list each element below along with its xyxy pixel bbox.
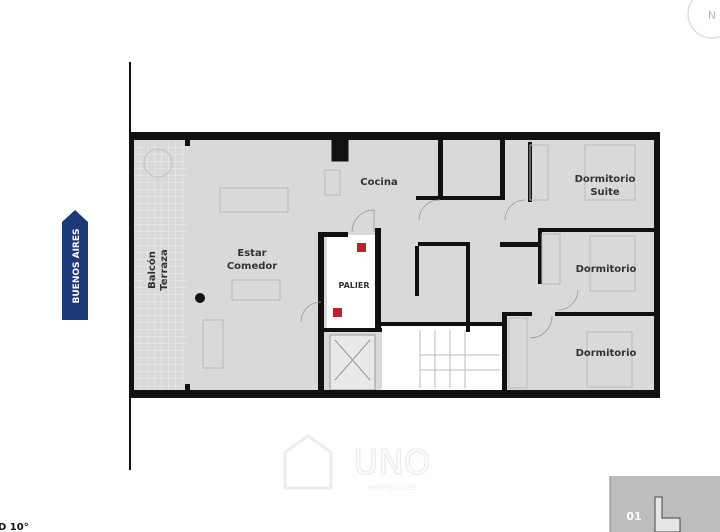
room-label-kitchen: Cocina bbox=[360, 177, 397, 188]
fire-extinguisher-icon bbox=[357, 243, 366, 252]
room-label-dining: Comedor bbox=[227, 261, 277, 272]
room-label-landing: PALIER bbox=[338, 281, 369, 290]
room-label-suite: Dormitorio bbox=[575, 174, 636, 185]
room-label-suite-2: Suite bbox=[590, 187, 620, 198]
elevator bbox=[329, 334, 376, 391]
room-label-bedroom-2: Dormitorio bbox=[576, 264, 637, 275]
svg-text:01: 01 bbox=[626, 510, 641, 523]
room-label-living: Estar bbox=[237, 248, 266, 259]
walls bbox=[130, 132, 660, 398]
furniture bbox=[202, 144, 636, 389]
fire-extinguisher-icon bbox=[333, 308, 342, 317]
north-indicator: N bbox=[687, 0, 720, 39]
balcony-tiles bbox=[132, 142, 187, 392]
stairs bbox=[419, 330, 500, 388]
svg-text:PROPIEDADES: PROPIEDADES bbox=[367, 484, 417, 492]
svg-text:N: N bbox=[708, 9, 716, 22]
corner-text: D 10° bbox=[0, 522, 29, 532]
room-label-bedroom-3: Dormitorio bbox=[576, 348, 637, 359]
unit-key-plan: 01 bbox=[609, 476, 720, 532]
column bbox=[195, 293, 205, 303]
room-label-terrace: Terraza bbox=[159, 249, 170, 290]
street-badge: BUENOS AIRES bbox=[62, 210, 88, 320]
room-label-balcony: Balcón bbox=[146, 251, 158, 289]
watermark-logo: UNO PROPIEDADES bbox=[283, 434, 431, 492]
stairwell bbox=[382, 325, 502, 390]
svg-text:BUENOS AIRES: BUENOS AIRES bbox=[72, 229, 82, 304]
svg-text:UNO: UNO bbox=[353, 443, 430, 483]
doors bbox=[300, 199, 579, 339]
